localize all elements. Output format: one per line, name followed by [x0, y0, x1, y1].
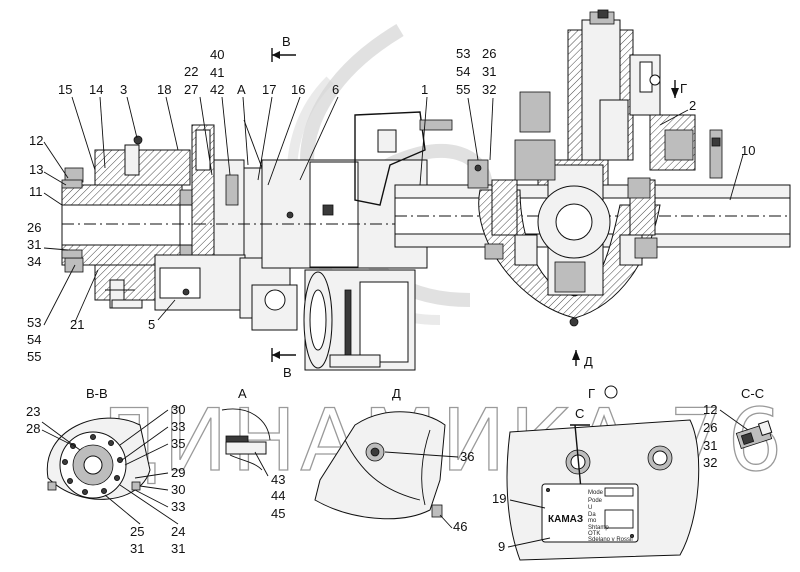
section-b-top: В [271, 34, 296, 62]
bb-bolt-circle [62, 433, 124, 495]
view-cc-title: С-С [741, 386, 764, 401]
callout-25: 25 [130, 524, 144, 539]
callout-18: 18 [157, 82, 171, 97]
callout-12-cc: 12 [703, 402, 717, 417]
callout-29: 29 [171, 465, 185, 480]
plate-line-8: Sdelano v Rossii [588, 537, 633, 543]
callout-5: 5 [148, 317, 155, 332]
callout-9: 9 [498, 539, 505, 554]
callout-1: 1 [421, 82, 428, 97]
callout-a: А [237, 82, 246, 97]
brake-flange [191, 119, 267, 271]
callout-31-left: 31 [27, 237, 41, 252]
kamaz-plate: КАМАЗ Mode Pode U Da mo Shtamp OTK Sdela… [541, 483, 639, 543]
callout-21: 21 [70, 317, 84, 332]
callout-22: 22 [184, 64, 198, 79]
section-d-arrow: Д [572, 350, 593, 369]
callout-16: 16 [291, 82, 305, 97]
view-g: Г С С КАМАЗ Mode Pode U Da mo Shtamp OTK… [492, 385, 700, 561]
callout-12: 12 [29, 133, 43, 148]
callout-26-top: 26 [482, 46, 496, 61]
callout-24: 24 [171, 524, 185, 539]
section-c-upper: С [575, 406, 584, 421]
pinion-housing [567, 9, 723, 179]
section-b-bottom: В [271, 348, 296, 380]
callout-17: 17 [262, 82, 276, 97]
section-b-bottom-label: В [283, 365, 292, 380]
callout-31-bb1: 31 [130, 541, 144, 556]
view-a: А 43 44 45 [221, 386, 285, 521]
view-bb-title: В-В [86, 386, 108, 401]
callout-32-top: 32 [482, 82, 496, 97]
callout-44: 44 [271, 488, 285, 503]
main-callouts: 15 14 3 18 22 27 40 41 42 А 17 16 6 1 53… [27, 46, 755, 364]
callout-6: 6 [332, 82, 339, 97]
callout-26-cc: 26 [703, 420, 717, 435]
callout-41: 41 [210, 65, 224, 80]
callout-34-left: 34 [27, 254, 41, 269]
callout-36: 36 [460, 449, 474, 464]
plate-line-6: Shtamp [588, 525, 609, 531]
callout-31-cc: 31 [703, 438, 717, 453]
plate-brand: КАМАЗ [548, 514, 583, 525]
callout-13: 13 [29, 162, 43, 177]
callout-32-cc: 32 [703, 455, 717, 470]
view-g-title: Г [588, 386, 595, 401]
plate-line-7: OTK [588, 531, 600, 537]
spring-cylinder [303, 269, 416, 371]
callout-33b: 33 [171, 499, 185, 514]
callout-54-left: 54 [27, 332, 41, 347]
callout-10: 10 [741, 143, 755, 158]
callout-55-left: 55 [27, 349, 41, 364]
view-bb: В-В 23 28 30 33 35 29 30 33 25 24 31 31 [26, 386, 185, 556]
plate-line-3: U [588, 505, 592, 511]
plate-line-4: Da [588, 512, 596, 518]
callout-2: 2 [689, 98, 696, 113]
callout-45: 45 [271, 506, 285, 521]
view-d-title: Д [392, 386, 401, 401]
callout-30a: 30 [171, 402, 185, 417]
view-a-title: А [238, 386, 247, 401]
callout-14: 14 [89, 82, 103, 97]
view-d: Д 36 46 [314, 386, 474, 534]
callout-27: 27 [184, 82, 198, 97]
callout-43: 43 [271, 472, 285, 487]
section-d-label: Д [584, 354, 593, 369]
leader-lines [43, 96, 744, 326]
callout-31-top: 31 [482, 64, 496, 79]
callout-53-top: 53 [456, 46, 470, 61]
callout-40: 40 [210, 47, 224, 62]
section-g-arrow: Г [671, 80, 687, 98]
section-g-label: Г [680, 81, 687, 96]
callout-35: 35 [171, 436, 185, 451]
callout-15: 15 [58, 82, 72, 97]
callout-23: 23 [26, 404, 40, 419]
callout-54-top: 54 [456, 64, 470, 79]
bearings [467, 159, 658, 293]
section-b-top-label: В [282, 34, 291, 49]
callout-33a: 33 [171, 419, 185, 434]
callout-30b: 30 [171, 482, 185, 497]
differential-housing [478, 91, 661, 327]
callout-28: 28 [26, 421, 40, 436]
main-section-view: В В Г Д [27, 9, 791, 380]
callout-11: 11 [29, 184, 43, 199]
plate-line-5: mo [588, 518, 597, 524]
plate-line-1: Mode [588, 490, 604, 496]
callout-19: 19 [492, 491, 506, 506]
callout-55-top: 55 [456, 82, 470, 97]
view-cc: С-С 12 26 31 32 [703, 386, 773, 470]
plate-line-2: Pode [588, 498, 603, 504]
callout-46: 46 [453, 519, 467, 534]
callout-31-bb2: 31 [171, 541, 185, 556]
callout-3: 3 [120, 82, 127, 97]
callout-26-left: 26 [27, 220, 41, 235]
callout-53-left: 53 [27, 315, 41, 330]
callout-42: 42 [210, 82, 224, 97]
